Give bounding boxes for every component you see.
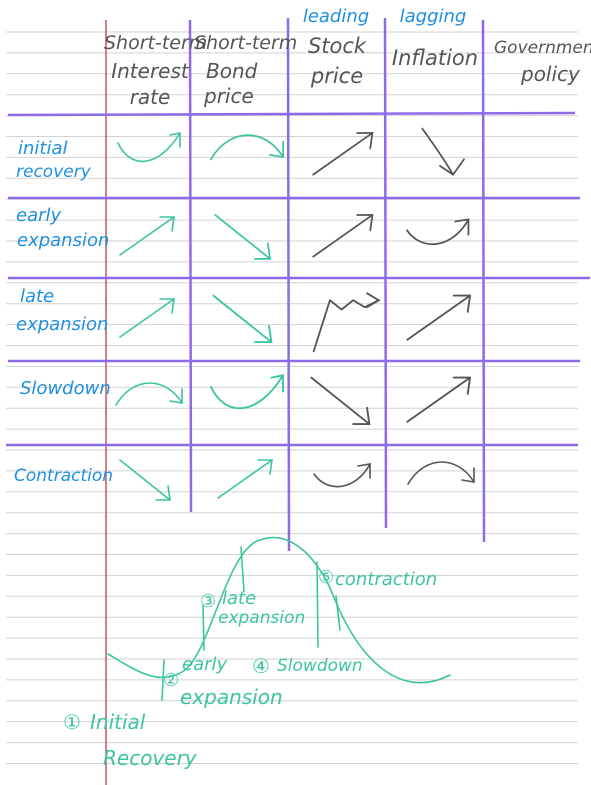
column-header-line: rate: [129, 85, 171, 109]
column-header-line: Inflation: [391, 46, 479, 70]
column-header-line: Short-term: [194, 32, 298, 54]
tag-leading: leading: [302, 6, 370, 27]
row-label-line: late: [20, 286, 55, 307]
trend-arrow-up: [119, 216, 175, 256]
phase-number: ②: [163, 670, 180, 691]
row-label-line: expansion: [17, 230, 110, 251]
phase-label: early: [182, 654, 228, 675]
trend-arrow-up: [406, 376, 472, 423]
row-label-line: Contraction: [14, 466, 114, 486]
trend-arrow-up: [312, 132, 374, 176]
trend-arrow-down: [214, 214, 272, 260]
phase-label: expansion: [218, 608, 306, 628]
phase-number: ④: [252, 654, 270, 678]
column-header-line: Government: [494, 38, 591, 58]
phase-label: late: [222, 588, 257, 609]
trend-arrow-up: [312, 214, 374, 258]
tag-lagging: lagging: [399, 6, 467, 27]
trend-arrow-arch-down: [209, 134, 285, 161]
trend-arrow-u-curve-up: [117, 132, 181, 163]
trend-arrow-down-curve: [421, 127, 465, 176]
trend-arrow-down: [310, 376, 371, 425]
column-header-line: Interest: [111, 59, 189, 83]
phase-label: Recovery: [103, 746, 197, 770]
phase-number: ⑤: [318, 567, 335, 588]
row-label-line: early: [16, 205, 62, 226]
phase-label: expansion: [180, 685, 283, 709]
row-label-line: Slowdown: [20, 378, 111, 399]
phase-number: ③: [200, 591, 217, 612]
table-grid: [6, 17, 590, 552]
phase-label: Slowdown: [277, 656, 363, 676]
column-header-line: Stock: [307, 34, 367, 58]
trend-arrow-down: [119, 459, 171, 501]
phase-number: ①: [63, 710, 81, 734]
row-label-line: expansion: [16, 314, 109, 335]
column-header-line: Short-term: [104, 32, 208, 54]
trend-arrow-curve-up: [313, 463, 371, 488]
trend-arrow-up: [217, 459, 273, 499]
row-label-line: initial: [18, 138, 68, 159]
column-header-line: policy: [521, 62, 580, 86]
column-header-line: price: [204, 84, 254, 108]
trend-arrow-up-then-flat: [312, 292, 381, 353]
trend-arrow-arch-down: [115, 382, 183, 406]
trend-arrow-down: [212, 294, 273, 343]
phase-label: Initial: [90, 710, 146, 734]
row-label-line: recovery: [16, 162, 91, 182]
trend-arrow-arch-down: [407, 461, 475, 485]
column-header-line: price: [310, 64, 364, 88]
trend-arrow-up: [406, 294, 472, 341]
trend-arrow-up: [119, 298, 175, 338]
phase-label: contraction: [335, 569, 438, 590]
column-header-line: Bond: [206, 59, 258, 83]
trend-arrow-curve-up: [406, 218, 470, 246]
trend-arrow-u-curve-up: [210, 374, 284, 410]
